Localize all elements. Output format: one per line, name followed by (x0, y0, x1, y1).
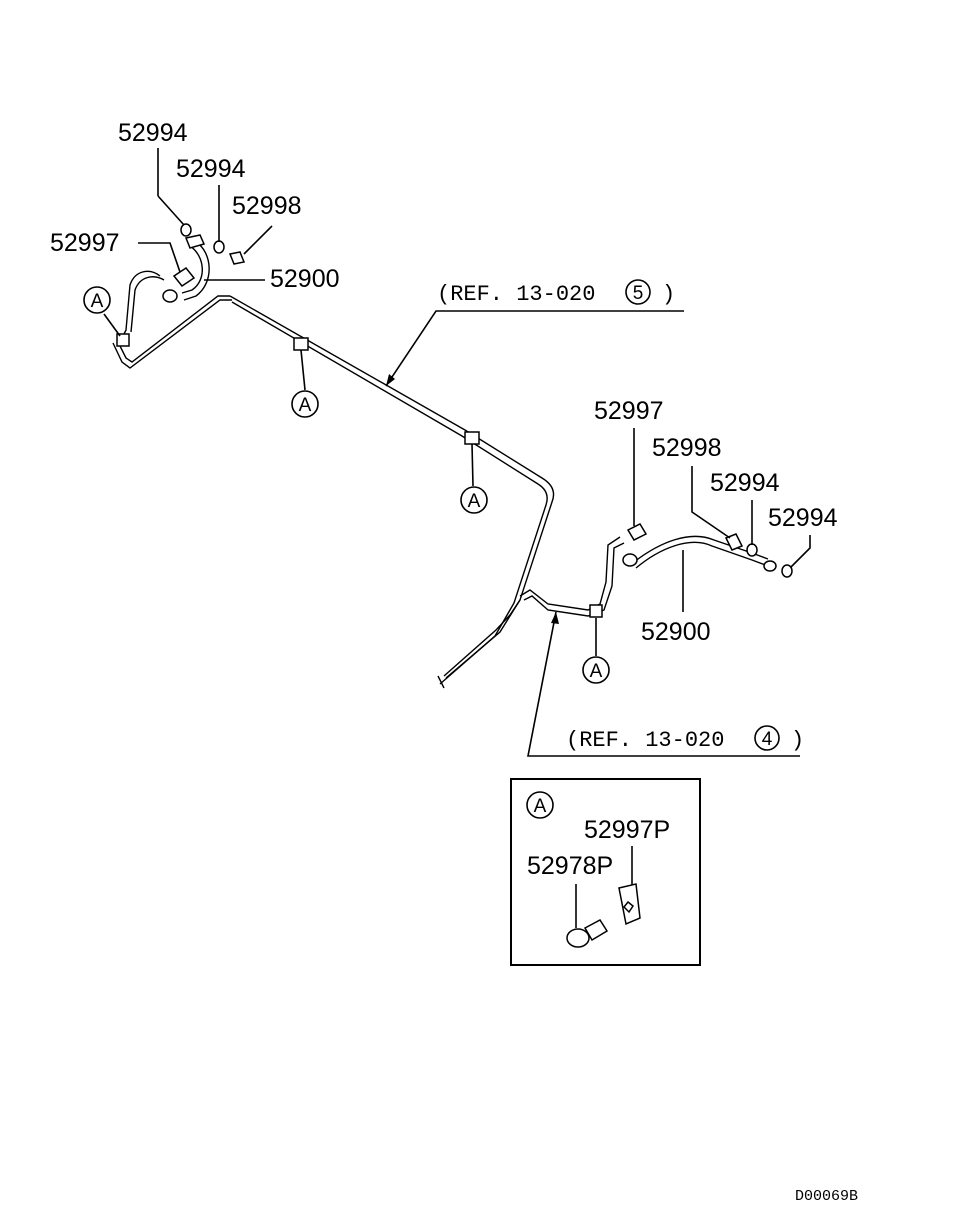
left-clip-shape (172, 266, 196, 288)
callout-a-markers: A A A A (83, 286, 610, 684)
leader-a-1 (103, 313, 121, 337)
left-pipe-loop-inner (130, 276, 165, 333)
leader-a-2 (300, 349, 306, 391)
label-right-washer-1: 52994 (710, 469, 780, 497)
left-bolt-shape (228, 251, 246, 265)
callout-a-2-circle (291, 390, 319, 418)
ref-upper-arrowhead (386, 374, 395, 386)
label-right-bolt: 52998 (652, 434, 722, 462)
right-brake-hose (622, 523, 777, 572)
part-number-labels: 52994 52994 52998 52997 52900 52997 5299… (50, 119, 838, 646)
left-hose-fitting-bottom (162, 289, 178, 303)
label-left-clip: 52997 (50, 229, 120, 257)
callout-a-3-circle (460, 486, 488, 514)
left-hose-outer (183, 241, 210, 301)
label-left-washer-1: 52994 (118, 119, 188, 147)
callout-a-2: A (299, 395, 312, 416)
ref-upper-leader (385, 310, 684, 387)
left-pipe-bottom-inner (116, 295, 230, 363)
label-left-washer-2: 52994 (176, 155, 246, 183)
ref-lower-arrowhead (551, 612, 559, 624)
leader-52998-b (691, 466, 731, 539)
left-washer-1-shape (180, 223, 192, 237)
clamp-left (116, 333, 130, 347)
right-hose-inner (633, 535, 769, 563)
left-brake-hose (162, 234, 210, 303)
ref-upper: (REF. 13-020 5 ) (437, 279, 675, 307)
left-hose-inner (181, 245, 203, 294)
right-hose-fitting-right (763, 560, 777, 572)
left-pipe-loop (119, 270, 161, 343)
drawing-code: D00069B (795, 1188, 858, 1205)
ref-lower-circle (754, 725, 780, 751)
clamp-right (589, 604, 603, 618)
leader-52997-a (138, 242, 181, 273)
right-washer-2-shape (781, 564, 793, 578)
ref-upper-close: ) (662, 282, 675, 307)
brake-pipe-assembly (112, 270, 625, 689)
left-hose-fitting-top (184, 234, 206, 249)
callout-a-4: A (590, 661, 603, 682)
main-pipe-upper (229, 295, 555, 679)
left-washer-2-shape (213, 240, 225, 254)
detail-callout-a: A (534, 796, 547, 817)
ref-lower: (REF. 13-020 4 ) (566, 725, 804, 753)
ref-upper-text: (REF. 13-020 (437, 282, 595, 307)
right-branch-pipe-inner (523, 542, 625, 617)
label-left-hose: 52900 (270, 265, 340, 293)
leader-52994-d (790, 535, 811, 568)
clamp-center (464, 431, 480, 445)
detail-bolt-thread (583, 919, 609, 942)
callout-a-3: A (468, 491, 481, 512)
label-right-washer-2: 52994 (768, 504, 838, 532)
label-left-bolt: 52998 (232, 192, 302, 220)
label-right-hose: 52900 (641, 618, 711, 646)
detail-box-a: A 52997P 52978P (510, 778, 701, 966)
label-detail-clip: 52997P (584, 816, 670, 844)
ref-lower-number: 4 (762, 729, 773, 750)
clamp-mid (293, 337, 309, 351)
detail-callout-circle (526, 791, 554, 819)
callout-a-1: A (91, 291, 104, 312)
callout-a-1-circle (83, 286, 111, 314)
main-pipe-branch (443, 599, 521, 677)
callout-a-4-circle (582, 656, 610, 684)
ref-upper-circle (625, 279, 651, 305)
leader-a-3 (471, 443, 474, 487)
label-detail-bolt: 52978P (527, 852, 613, 880)
leader-52994-a2 (157, 195, 185, 226)
main-pipe-lower (231, 301, 548, 685)
ref-lower-text: (REF. 13-020 (566, 728, 724, 753)
right-clip-shape (626, 523, 648, 541)
right-washer-1-shape (746, 543, 758, 557)
leader-52998-a (243, 225, 273, 255)
detail-box-frame (510, 778, 701, 966)
ref-upper-number: 5 (633, 283, 644, 304)
left-pipe-bottom (112, 299, 232, 369)
ref-lower-close: ) (791, 728, 804, 753)
label-right-clip: 52997 (594, 397, 664, 425)
ref-lower-leader (527, 611, 800, 757)
detail-clip-hole (622, 900, 635, 914)
leader-lines (103, 148, 811, 757)
right-hose-fitting-left (622, 553, 638, 567)
right-hose-outer (635, 541, 769, 569)
pipe-end-cap (437, 675, 445, 689)
detail-bolt-head (566, 928, 590, 948)
